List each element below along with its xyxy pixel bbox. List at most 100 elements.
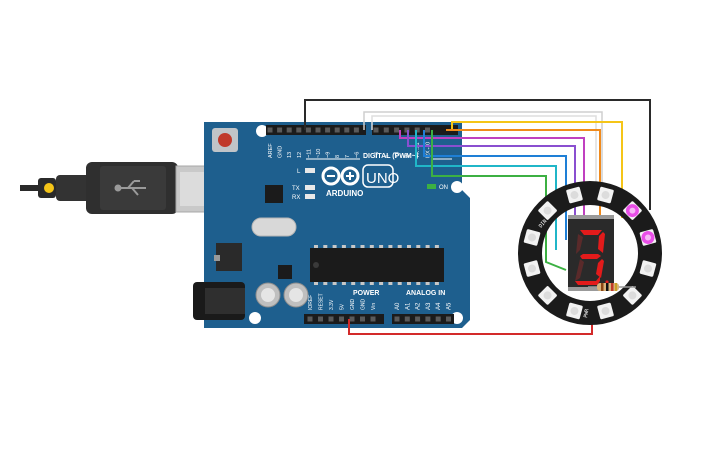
digital-pin-label: 8: [335, 155, 341, 158]
power-pin-label: 3.3V: [329, 299, 335, 310]
wire-yellow[interactable]: [451, 121, 623, 218]
wire-green[interactable]: [431, 130, 567, 271]
mounting-hole: [256, 125, 268, 137]
resistor[interactable]: [588, 283, 636, 291]
power-pin-socket[interactable]: [328, 316, 334, 322]
analog-pin-socket[interactable]: [425, 316, 431, 322]
neopixel-led[interactable]: [566, 302, 583, 320]
digital-pin-socket[interactable]: [383, 127, 389, 133]
neopixel-led[interactable]: [597, 302, 614, 320]
power-pin-label: GND: [361, 299, 367, 311]
analog-pin-socket[interactable]: [404, 316, 410, 322]
power-pin-label: 5V: [340, 303, 346, 310]
digital-pin-label: ~5: [374, 152, 380, 158]
neopixel-led[interactable]: [566, 186, 583, 204]
neopixel-led[interactable]: [597, 186, 614, 204]
analog-pin-label: A0: [395, 302, 401, 310]
seven-segment-display[interactable]: 3: [0, 0, 614, 291]
digital-pin-label: AREF: [268, 143, 274, 158]
neopixel-led[interactable]: [639, 260, 657, 277]
atmega-chip: [310, 245, 444, 285]
digital-pin-socket[interactable]: [296, 127, 302, 133]
digital-pin-label: ~3: [395, 152, 401, 158]
analog-pin-label: A5: [447, 302, 453, 310]
digital-pin-socket[interactable]: [315, 127, 321, 133]
power-pin-socket[interactable]: [339, 316, 344, 322]
led-l: [305, 168, 315, 173]
digital-pin-label: RX←0: [426, 142, 432, 158]
analog-pin-label: A2: [416, 302, 422, 310]
analog-pin-socket[interactable]: [446, 316, 451, 322]
led-rx: [305, 194, 315, 199]
power-pin-socket[interactable]: [349, 316, 355, 322]
neopixel-led[interactable]: [523, 260, 541, 277]
digital-header-label: DIGITAL (PWM~): [363, 153, 418, 160]
model-text: UNO: [366, 170, 399, 187]
usb-symbol-icon: [114, 180, 146, 196]
power-header-label: POWER: [353, 290, 379, 297]
power-pin-socket[interactable]: [370, 316, 376, 322]
digital-pin-label: GND: [278, 146, 284, 158]
digital-pin-socket[interactable]: [286, 127, 292, 133]
power-pin-label: GND: [350, 299, 356, 311]
neopixel-led[interactable]: [623, 201, 643, 221]
wire-black[interactable]: [304, 99, 651, 210]
digital-pin-socket[interactable]: [373, 127, 379, 133]
mounting-hole: [451, 181, 463, 193]
ring-pin-din-label: DIN: [538, 219, 548, 230]
led-l-label: L: [297, 169, 301, 175]
led-tx: [305, 185, 315, 190]
neopixel-led[interactable]: [538, 286, 558, 306]
digit-3-segments: [575, 230, 609, 285]
crystal-oscillator: [251, 217, 297, 237]
digital-pin-socket[interactable]: [305, 127, 311, 133]
power-pin-socket[interactable]: [318, 316, 323, 322]
arduino-logo-icon: [321, 166, 360, 186]
power-pin-socket[interactable]: [360, 316, 365, 322]
digital-pin-socket[interactable]: [334, 127, 340, 133]
digital-pin-socket[interactable]: [414, 127, 420, 133]
neopixel-led[interactable]: [639, 229, 657, 246]
analog-pin-socket[interactable]: [415, 316, 421, 322]
digital-pin-label: 13: [287, 152, 293, 158]
arduino-uno-board[interactable]: ARDUINO UNO L TX RX ON DIGITAL (PWM~) PO…: [193, 122, 470, 328]
digital-pin-socket[interactable]: [325, 127, 331, 133]
analog-pin-label: A3: [426, 302, 432, 310]
usb-plug-tip-icon: [44, 183, 54, 193]
mounting-hole: [249, 312, 261, 324]
neopixel-led[interactable]: [623, 286, 643, 306]
power-pin-label: RESET: [319, 293, 325, 310]
digital-pin-label: ~10: [316, 149, 322, 158]
digital-pin-socket[interactable]: [404, 127, 410, 133]
wire-gray[interactable]: [363, 111, 603, 192]
analog-header: [392, 314, 454, 324]
voltage-regulator: [216, 243, 242, 271]
neopixel-ring[interactable]: GND PWR DIN: [518, 181, 662, 325]
neopixel-led[interactable]: [523, 229, 541, 246]
digital-pin-label: 4: [384, 155, 390, 158]
analog-pin-socket[interactable]: [435, 316, 441, 322]
power-pin-label: IOREF: [308, 295, 314, 310]
ring-pin-gnd-label: GND: [625, 266, 636, 276]
power-pin-label: Vin: [371, 303, 377, 310]
digital-pin-label: TX→1: [415, 142, 421, 158]
digital-pin-label: 2: [405, 155, 411, 158]
digital-pin-label: ~11: [306, 149, 312, 158]
digital-pin-socket[interactable]: [267, 127, 273, 133]
digital-pin-socket[interactable]: [277, 127, 283, 133]
analog-pin-socket[interactable]: [394, 316, 400, 322]
power-pin-socket[interactable]: [307, 316, 313, 322]
analog-header-label: ANALOG IN: [406, 290, 445, 297]
wire-gray[interactable]: [371, 115, 597, 196]
led-rx-label: RX: [292, 195, 300, 201]
digital-pin-socket[interactable]: [394, 127, 400, 133]
neopixel-led[interactable]: [538, 201, 558, 221]
analog-pin-label: A4: [436, 302, 442, 310]
led-on: [427, 184, 436, 189]
led-tx-label: TX: [292, 186, 300, 192]
digital-pin-socket[interactable]: [344, 127, 350, 133]
digital-pin-socket[interactable]: [353, 127, 359, 133]
brand-text: ARDUINO: [326, 189, 363, 198]
digital-pin-socket[interactable]: [425, 127, 430, 133]
